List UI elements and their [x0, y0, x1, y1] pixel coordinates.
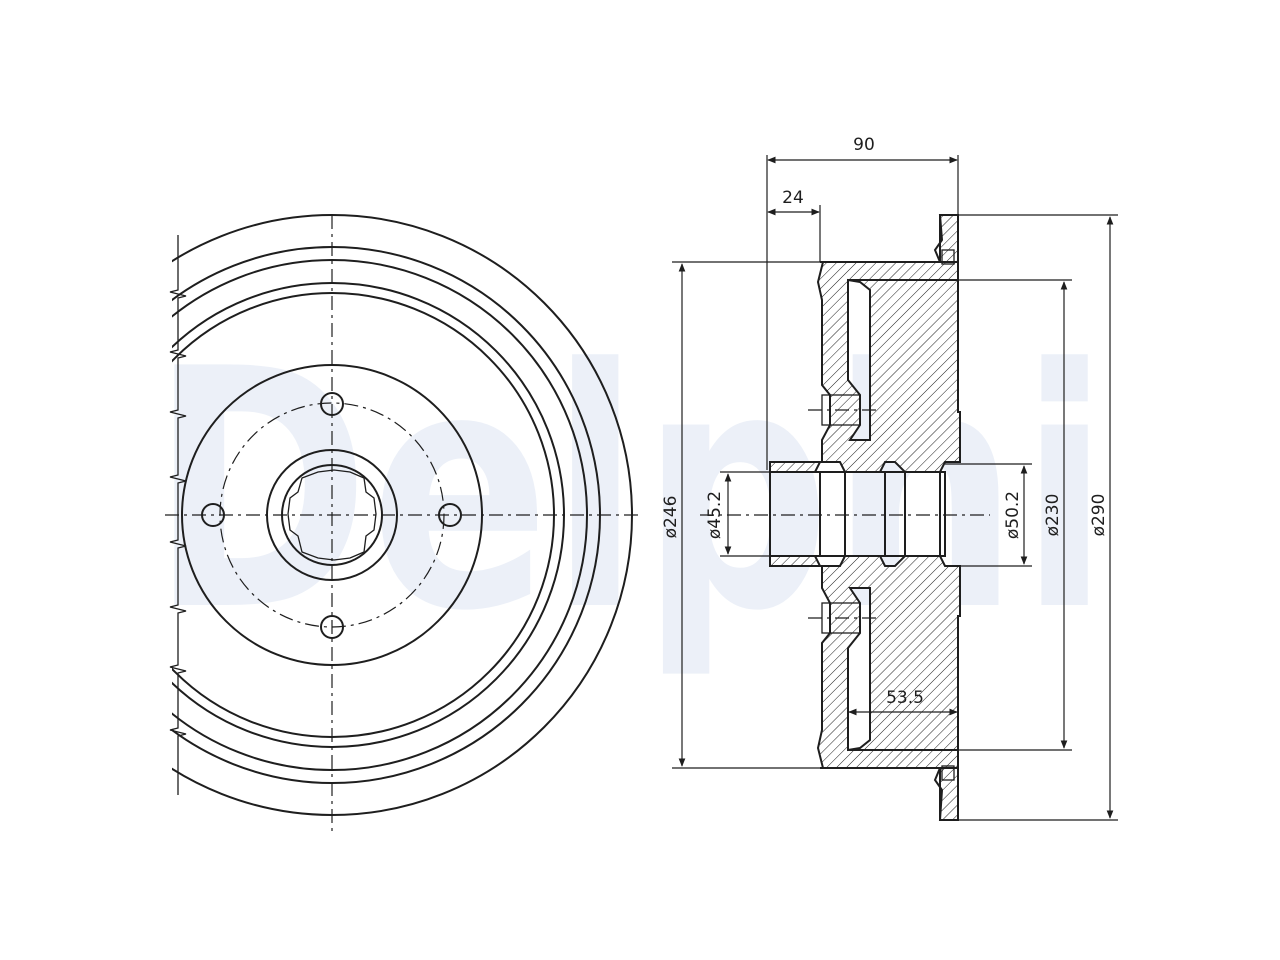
- dim-290-label: ø290: [1089, 494, 1109, 537]
- flange-slot-bottom: [941, 765, 955, 781]
- bolt-hole-bottom: [320, 615, 344, 639]
- delphi-watermark: Delphi: [150, 299, 1110, 683]
- front-view: [165, 214, 640, 835]
- dim-45-2-label: ø45.2: [705, 491, 725, 539]
- hub-bore: [769, 471, 946, 557]
- break-line: [169, 235, 187, 795]
- dim-246-label: ø246: [661, 496, 681, 539]
- dim-53-5-label: 53.5: [886, 688, 924, 708]
- dim-50-2-label: ø50.2: [1003, 491, 1023, 539]
- dim-230-label: ø230: [1043, 494, 1063, 537]
- center-bore-splines: [287, 469, 377, 561]
- flange-slot-top: [941, 249, 955, 265]
- dim-90-label: 90: [853, 135, 875, 155]
- dim-24-label: 24: [782, 188, 804, 208]
- dimensions: 90 24 53.5 ø246 ø45.2 ø50.2 ø230 ø290: [661, 135, 1118, 821]
- drum-ring-3: [172, 259, 588, 771]
